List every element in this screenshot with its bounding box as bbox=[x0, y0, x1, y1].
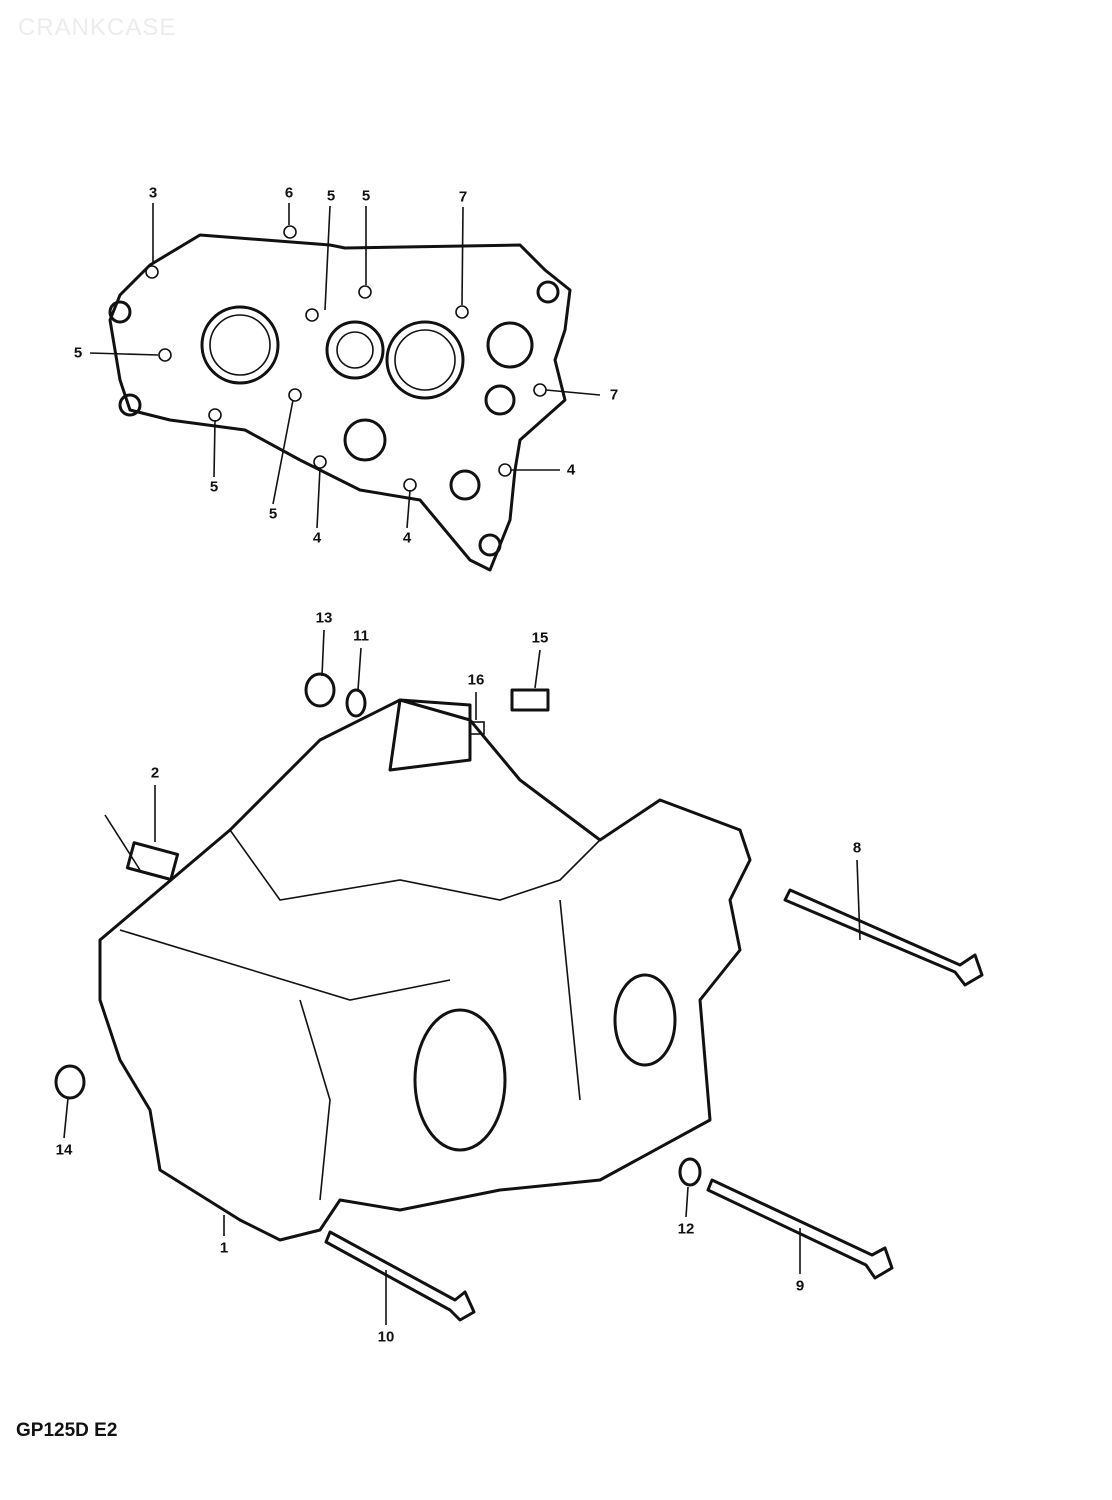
callout-number: 6 bbox=[284, 184, 294, 202]
callout-number: 16 bbox=[467, 671, 485, 689]
callout-number: 9 bbox=[795, 1277, 805, 1295]
callout-number: 11 bbox=[353, 627, 369, 645]
callout-number: 5 bbox=[268, 505, 278, 523]
callout-number: 5 bbox=[73, 344, 83, 362]
model-code: GP125D E2 bbox=[16, 1420, 118, 1441]
callout-number: 5 bbox=[361, 187, 371, 205]
callout-number: 7 bbox=[609, 386, 619, 404]
callout-number: 2 bbox=[150, 764, 160, 782]
callout-number: 14 bbox=[55, 1141, 73, 1159]
callout-number: 10 bbox=[377, 1328, 395, 1346]
diagram-title: CRANKCASE bbox=[18, 14, 177, 41]
callout-number: 5 bbox=[209, 478, 219, 496]
crankcase-half-view bbox=[89, 203, 601, 572]
callout-number: 3 bbox=[148, 184, 158, 202]
callout-number: 12 bbox=[677, 1220, 695, 1238]
callout-number: 4 bbox=[312, 529, 322, 547]
callout-number: 15 bbox=[531, 629, 549, 647]
callout-number: 4 bbox=[566, 461, 576, 479]
callout-number: 4 bbox=[402, 529, 412, 547]
callout-number: 1 bbox=[219, 1239, 229, 1257]
callout-number: 8 bbox=[852, 839, 862, 857]
crankcase-exploded-view bbox=[54, 629, 984, 1325]
callout-number: 5 bbox=[326, 187, 336, 205]
callout-number: 13 bbox=[315, 609, 333, 627]
callout-number: 7 bbox=[458, 188, 468, 206]
